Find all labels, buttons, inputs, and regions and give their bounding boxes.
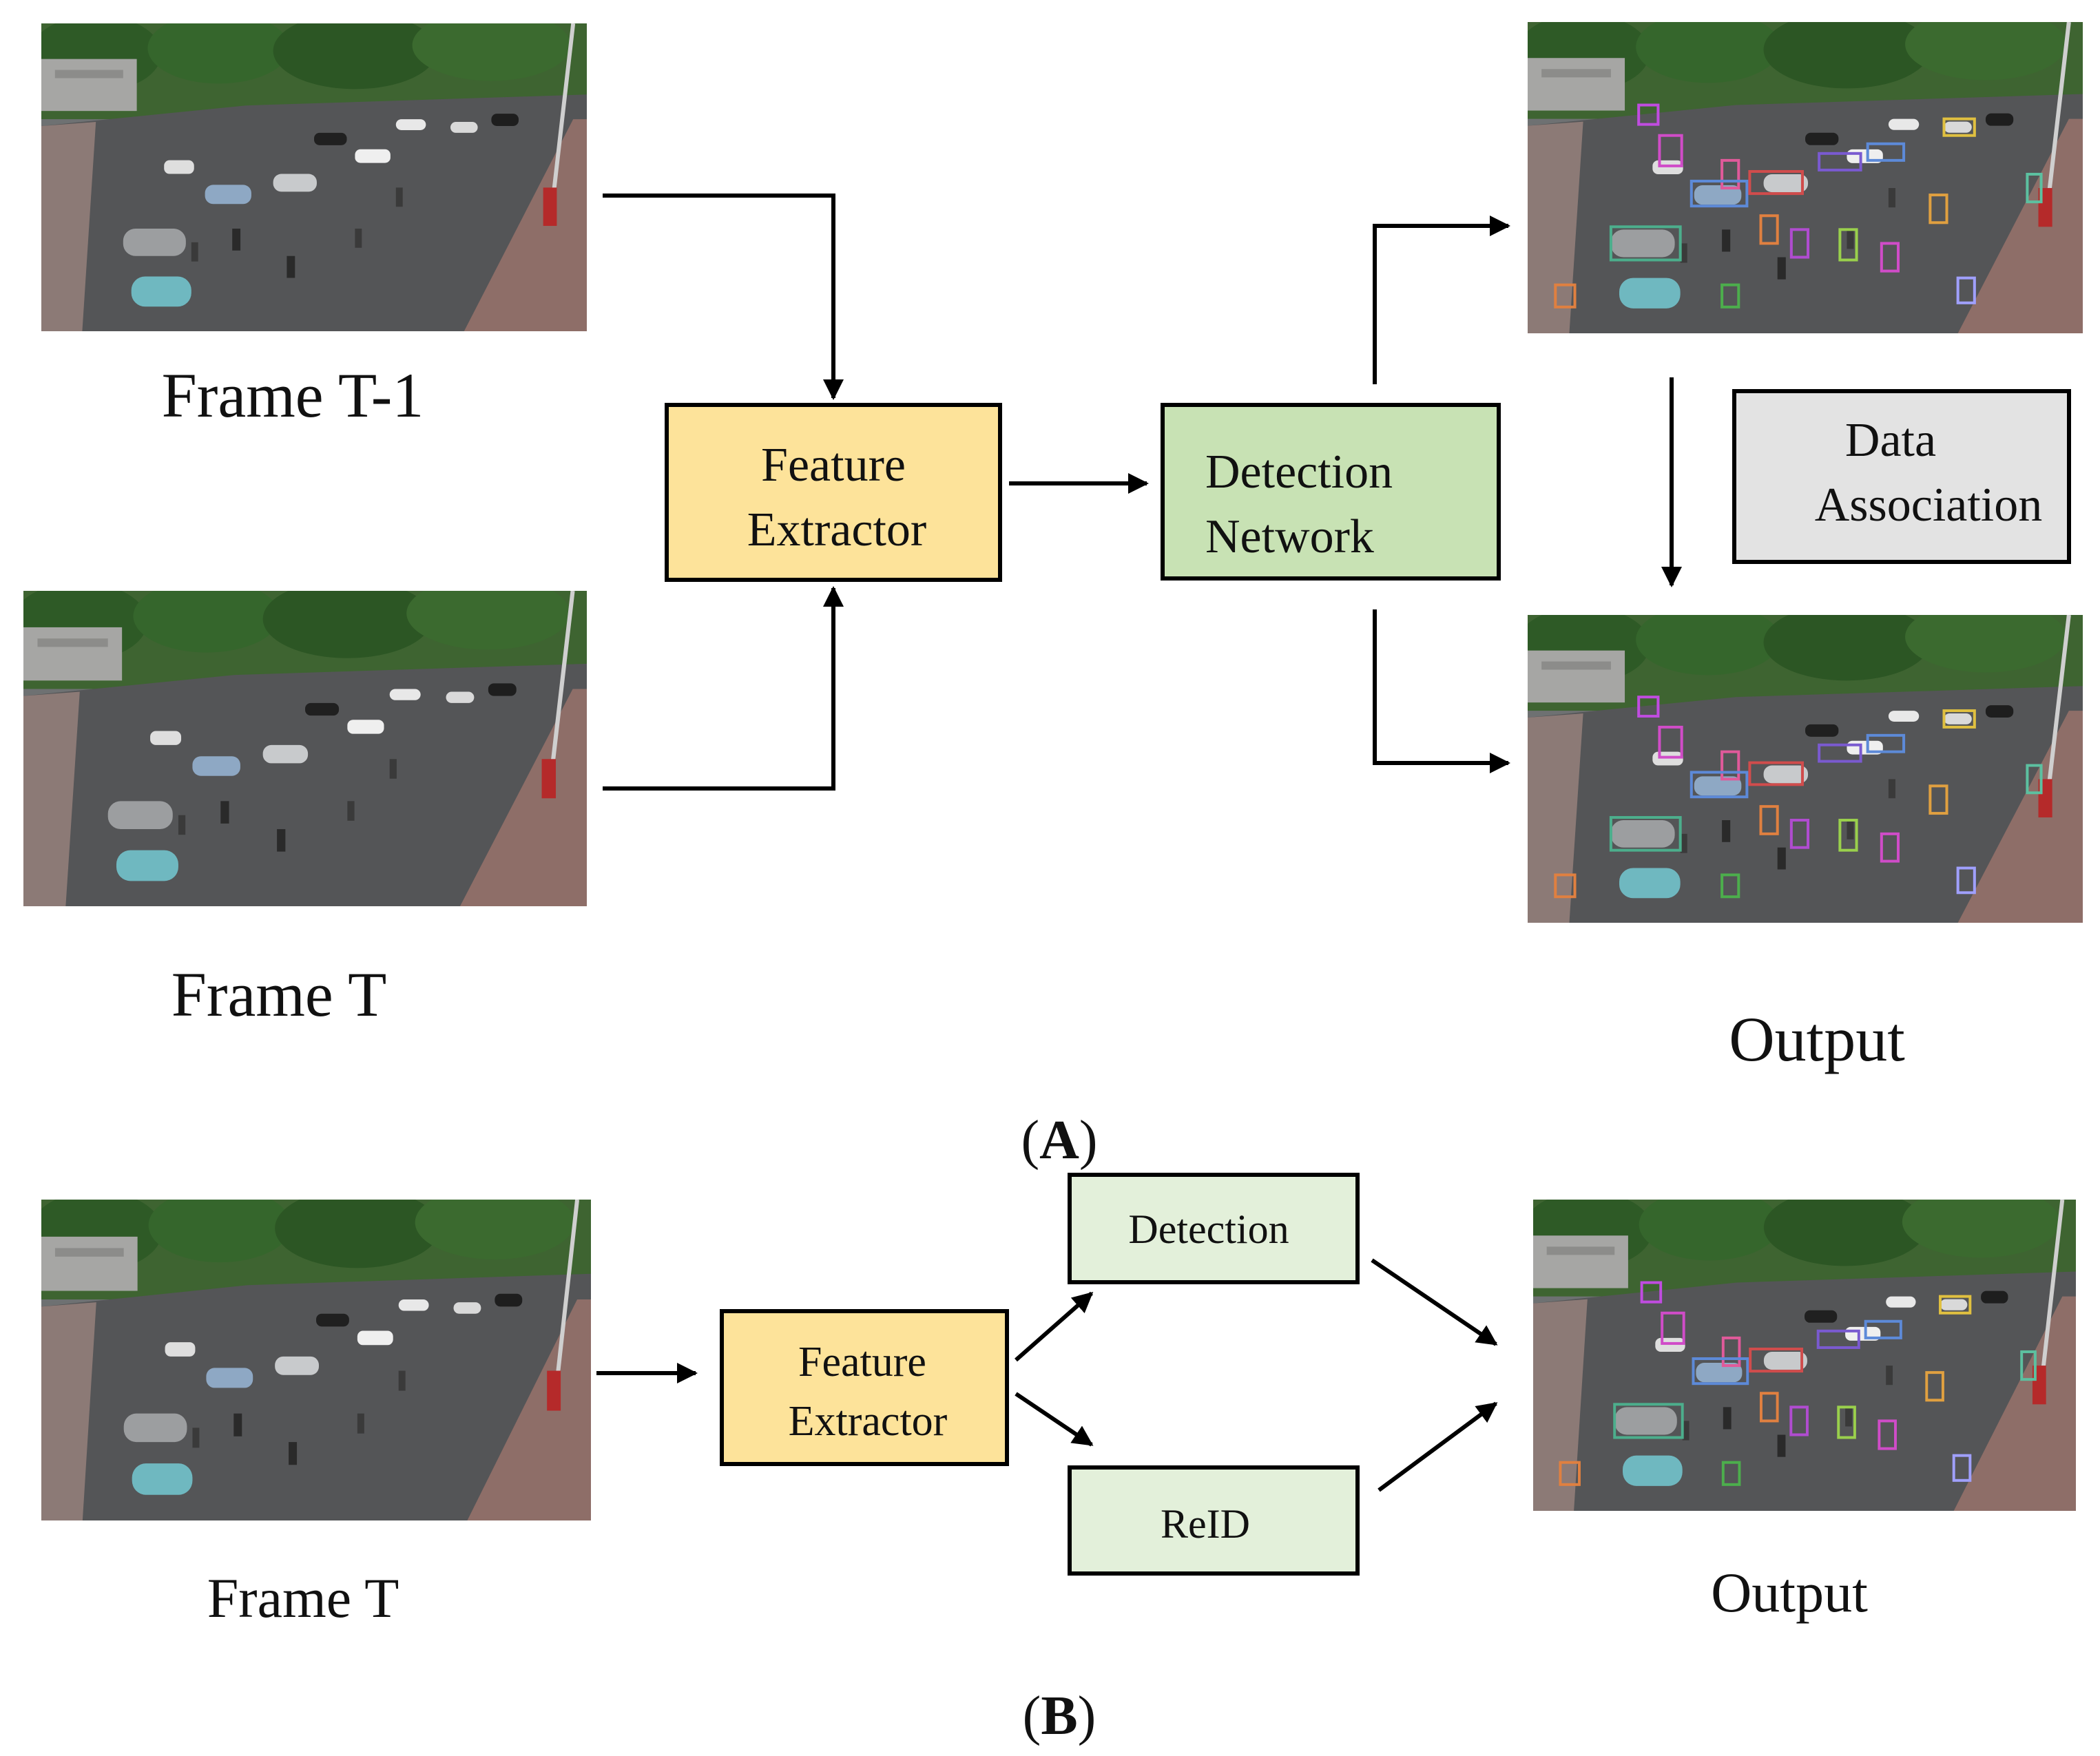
arrow-detection-to-output-b xyxy=(1371,1258,1498,1346)
detection-network-line2: Network xyxy=(1205,510,1374,563)
panel-b-detection-box xyxy=(1068,1173,1360,1284)
panel-b-frame-t-label: Frame T xyxy=(207,1567,399,1629)
data-association-box xyxy=(1732,389,2071,564)
panel-a-caption: (A) xyxy=(1021,1110,1097,1171)
panel-b-output-image xyxy=(1522,1186,2076,1511)
arrow-frame-curr-to-extractor xyxy=(603,586,844,791)
panel-b-output-label: Output xyxy=(1711,1561,1868,1624)
arrow-detection-to-output-bottom xyxy=(1373,609,1510,773)
detection-network-line1: Detection xyxy=(1205,446,1393,499)
frame-t-image xyxy=(12,577,587,906)
panel-b-feature-extractor-line1: Feature xyxy=(798,1339,926,1386)
arrow-extractor-to-detection-b xyxy=(1015,1291,1094,1362)
panel-b-reid-label: ReID xyxy=(1161,1501,1250,1547)
detection-network-box xyxy=(1161,403,1501,581)
panel-b-frame-t-image xyxy=(30,1185,591,1520)
arrow-extractor-to-reid-b xyxy=(1015,1392,1094,1447)
arrow-frame-prev-to-extractor xyxy=(603,194,844,400)
panel-b-caption: (B) xyxy=(1023,1686,1096,1746)
output-top-image xyxy=(1517,8,2083,333)
panel-b-reid-box xyxy=(1068,1465,1360,1576)
arrow-detection-to-output-top xyxy=(1373,216,1510,384)
frame-t-minus-1-label: Frame T-1 xyxy=(162,360,424,430)
panel-b-feature-extractor-box xyxy=(720,1309,1009,1466)
frame-t-label: Frame T xyxy=(171,959,387,1029)
output-bottom-image xyxy=(1517,601,2083,923)
data-association-line2: Association xyxy=(1815,479,2043,532)
panel-b-feature-extractor-line2: Extractor xyxy=(789,1398,948,1445)
panel-a-output-label: Output xyxy=(1729,1004,1905,1074)
data-association-line1: Data xyxy=(1845,414,1936,467)
feature-extractor-box xyxy=(665,403,1002,582)
arrow-reid-to-output-b xyxy=(1378,1401,1498,1492)
feature-extractor-line1: Feature xyxy=(761,439,906,492)
feature-extractor-line2: Extractor xyxy=(747,503,926,556)
panel-b-detection-label: Detection xyxy=(1128,1206,1289,1252)
frame-t-minus-1-image xyxy=(30,10,587,331)
